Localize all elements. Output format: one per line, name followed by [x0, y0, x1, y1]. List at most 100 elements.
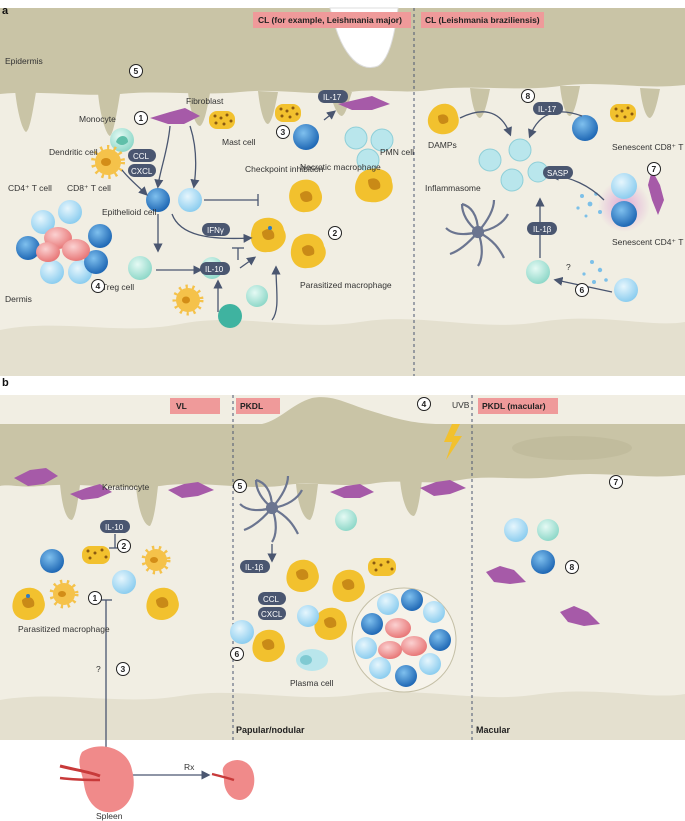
label-parasitized-macrophage: Parasitized macrophage	[300, 280, 392, 290]
svg-text:IL-17: IL-17	[538, 105, 557, 114]
step-number: 6	[575, 283, 589, 297]
svg-text:CXCL: CXCL	[261, 610, 283, 619]
panel-b: b VL PKDL PKDL (macular) UVB	[0, 377, 685, 821]
svg-text:IL-1β: IL-1β	[245, 563, 264, 572]
label-keratinocyte: Keratinocyte	[102, 482, 150, 492]
monocyte	[526, 260, 550, 284]
t-cell	[614, 278, 638, 302]
monocyte	[537, 519, 559, 541]
step-number: 8	[521, 89, 535, 103]
svg-text:6: 6	[580, 285, 585, 295]
t-cell	[112, 570, 136, 594]
senescent-cd8-t-cell	[611, 173, 637, 199]
header-cl-braziliensis-text: CL (Leishmania braziliensis)	[425, 15, 540, 25]
pill-il1b: IL-1β	[527, 222, 557, 235]
uvb-lightning-icon	[444, 424, 462, 460]
t-cell-cluster	[16, 200, 112, 284]
svg-text:IL-10: IL-10	[105, 523, 124, 532]
dendritic-cell	[91, 145, 125, 179]
label-itreg-cell: iTreg cell	[100, 282, 134, 292]
label-spleen: Spleen	[96, 811, 123, 821]
monocyte-nucleus	[116, 136, 128, 145]
svg-text:1: 1	[93, 593, 98, 603]
panel-a: a CL (for example, Leishmania major) CL …	[0, 5, 685, 376]
keratinocyte	[486, 566, 526, 584]
step-number: 1	[88, 591, 102, 605]
svg-text:8: 8	[526, 91, 531, 101]
itreg-cell	[128, 256, 152, 280]
inflammasome	[445, 199, 509, 267]
panel-b-deep-dermis	[0, 691, 685, 740]
t-cell	[230, 620, 254, 644]
pill-il1b-b: IL-1β	[240, 560, 270, 573]
label-epidermis: Epidermis	[5, 56, 43, 66]
parasitized-macrophage	[314, 607, 347, 640]
label-monocyte: Monocyte	[79, 114, 116, 124]
parasitized-macrophage	[290, 233, 326, 269]
pill-il17-right: IL-17	[533, 102, 563, 115]
svg-text:7: 7	[652, 164, 657, 174]
sasp-particles	[576, 192, 608, 284]
svg-text:7: 7	[614, 477, 619, 487]
inhibition-lines	[204, 194, 259, 260]
svg-text:CCL: CCL	[263, 595, 280, 604]
label-question-b: ?	[96, 664, 101, 674]
mast-cell	[368, 558, 396, 576]
effector-t-cell	[146, 188, 170, 212]
pmn-cell	[344, 126, 394, 172]
pill-il10: IL-10	[200, 262, 230, 275]
svg-text:3: 3	[281, 127, 286, 137]
svg-text:IL-17: IL-17	[323, 93, 342, 102]
inflammasome	[239, 475, 303, 543]
effector-t-cell	[178, 188, 202, 212]
pill-ifng: IFNγ	[202, 223, 230, 236]
svg-text:5: 5	[238, 481, 243, 491]
step-number: 2	[328, 226, 342, 240]
label-mast-cell: Mast cell	[222, 137, 256, 147]
label-plasma-cell: Plasma cell	[290, 678, 334, 688]
mast-cell	[82, 546, 110, 564]
label-question: ?	[566, 262, 571, 272]
rete-ridge	[470, 88, 490, 118]
pill-ccl: CCL	[128, 149, 156, 162]
step-number: 5	[233, 479, 247, 493]
rete-ridge	[188, 92, 210, 126]
header-cl-braziliensis	[421, 12, 544, 28]
dendritic-cell	[172, 284, 204, 316]
svg-text:CXCL: CXCL	[131, 167, 153, 176]
keratinocyte	[560, 606, 600, 626]
header-cl-major	[253, 12, 411, 28]
label-damps: DAMPs	[428, 140, 457, 150]
header-vl-text: VL	[176, 401, 187, 411]
label-fibroblast: Fibroblast	[186, 96, 224, 106]
step-number: 3	[276, 125, 290, 139]
t-cell	[504, 518, 528, 542]
th17-t-cell	[572, 115, 598, 141]
mast-cell	[209, 111, 235, 129]
rete-ridge	[98, 93, 120, 136]
step-number: 7	[609, 475, 623, 489]
inhibition-lines	[100, 534, 121, 760]
svg-text:2: 2	[333, 228, 338, 238]
panel-b-letter: b	[2, 377, 9, 389]
label-parasitized-macrophage-b: Parasitized macrophage	[18, 624, 110, 634]
rete-ridge	[15, 90, 36, 132]
spleen-small	[211, 760, 255, 800]
svg-text:IFNγ: IFNγ	[207, 226, 224, 235]
senescent-cd4-t-cell	[611, 201, 637, 227]
step-number: 1	[134, 111, 148, 125]
label-senescent-cd4: Senescent CD4⁺ T cell	[612, 237, 685, 247]
dendritic-cell	[141, 545, 171, 575]
macular-patch	[512, 436, 632, 460]
svg-text:IL-10: IL-10	[205, 265, 224, 274]
t-cell	[531, 550, 555, 574]
keratinocyte	[420, 480, 466, 496]
rete-ridge	[640, 88, 660, 118]
label-necrotic-macrophage: Necrotic macrophage	[300, 162, 381, 172]
pill-sasp: SASP	[543, 166, 573, 179]
label-macular: Macular	[476, 725, 511, 735]
svg-text:8: 8	[570, 562, 575, 572]
header-pkdl	[236, 398, 280, 414]
mast-cell	[275, 104, 301, 122]
